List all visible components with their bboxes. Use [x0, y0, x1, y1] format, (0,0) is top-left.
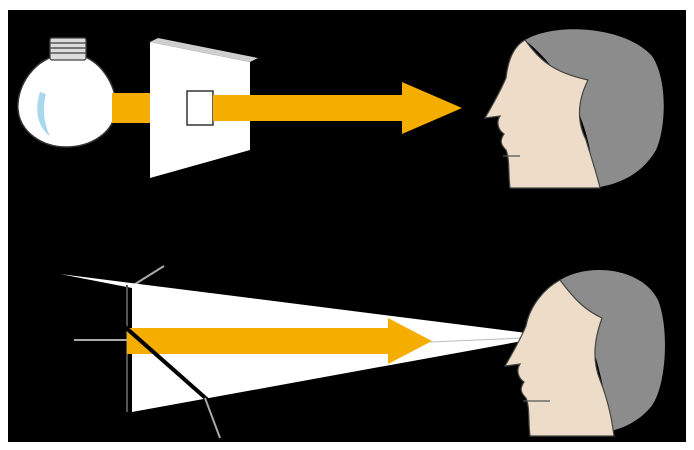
- beam-segment-left: [112, 93, 150, 123]
- bulb-base: [50, 38, 86, 60]
